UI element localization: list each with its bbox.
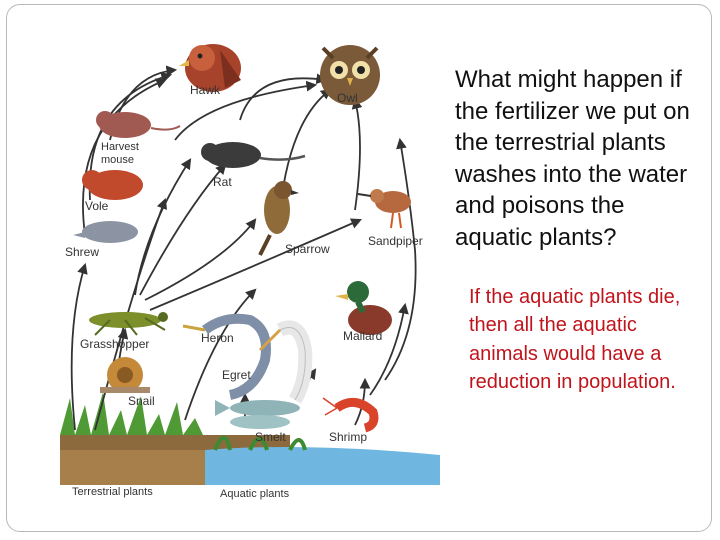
owl-label: Owl	[337, 91, 358, 105]
sandpiper-illustration	[357, 189, 411, 229]
mallard-label: Mallard	[343, 329, 382, 343]
grasshopper-label: Grasshopper	[80, 337, 149, 351]
shrew-illustration	[73, 221, 138, 243]
harvest-mouse-illustration	[96, 111, 181, 138]
water	[205, 446, 440, 485]
sparrow-illustration	[258, 181, 299, 256]
smelt-label: Smelt	[255, 430, 286, 444]
question-text: What might happen if the fertilizer we p…	[455, 66, 690, 251]
harvest-mouse-label-line2: mouse	[101, 154, 134, 166]
answer-text: If the aquatic plants die, then all the …	[469, 286, 681, 393]
vole-illustration	[82, 170, 143, 200]
heron-label: Heron	[201, 331, 234, 345]
sparrow-label: Sparrow	[285, 242, 330, 256]
snail-illustration	[100, 357, 150, 393]
heron-illustration	[182, 313, 271, 400]
egret-illustration	[258, 320, 313, 404]
sandpiper-label: Sandpiper	[368, 234, 423, 248]
owl-illustration	[320, 45, 380, 105]
shrimp-illustration	[322, 397, 379, 433]
egret-label: Egret	[222, 368, 251, 382]
aquatic-plants-label: Aquatic plants	[220, 488, 290, 500]
rat-label: Rat	[213, 175, 232, 189]
food-web-diagram: Hawk Owl Harvest mouse Rat Vole Sparrow	[60, 44, 440, 500]
rat-illustration	[201, 142, 306, 168]
aquatic-plants-shape	[213, 435, 307, 451]
terrestrial-plants-label: Terrestrial plants	[72, 486, 153, 498]
snail-label: Snail	[128, 394, 155, 408]
shrew-label: Shrew	[65, 245, 99, 259]
mallard-illustration	[335, 281, 392, 335]
slide-frame	[6, 4, 712, 532]
shrimp-label: Shrimp	[329, 430, 367, 444]
hawk-label: Hawk	[190, 83, 221, 97]
harvest-mouse-label-line1: Harvest	[101, 141, 139, 153]
vole-label: Vole	[85, 199, 109, 213]
hawk-illustration	[179, 44, 241, 92]
grasshopper-illustration	[89, 312, 168, 336]
smelt-illustration	[215, 400, 300, 429]
